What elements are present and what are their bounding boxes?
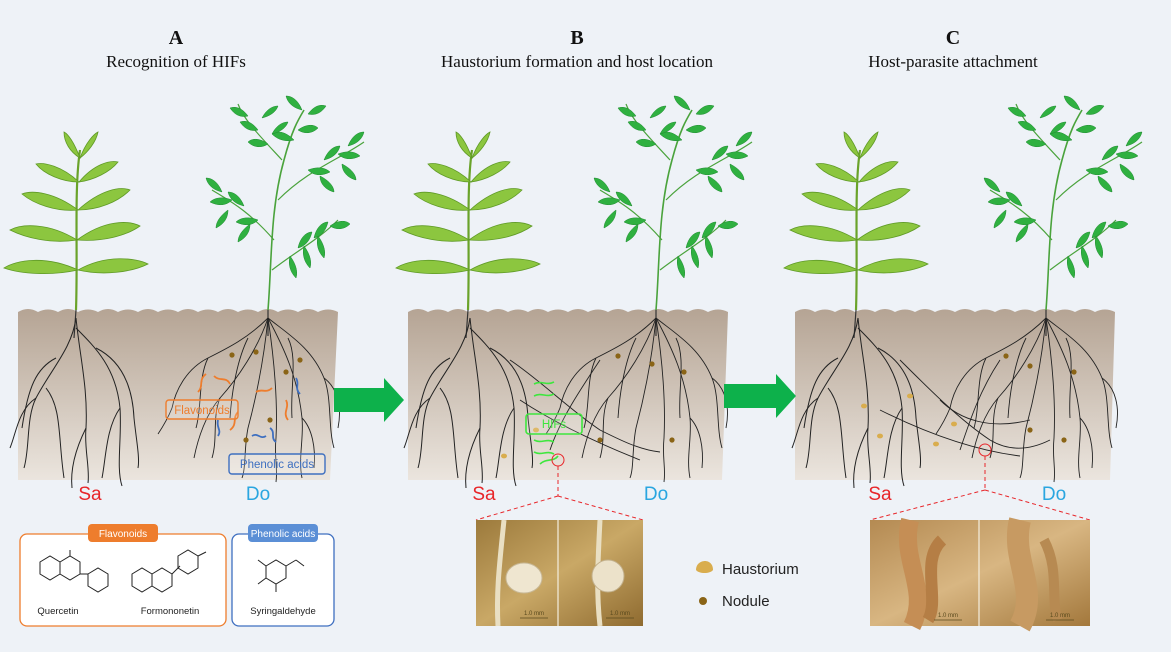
panel-a-title: Recognition of HIFs [106,52,246,71]
phenolic-box: Phenolic acids [228,453,326,475]
panel-a-heading: A Recognition of HIFs [106,27,246,71]
do-plant-c [983,95,1143,337]
panel-c-title: Host-parasite attachment [868,52,1038,71]
scale-bar-b1: 1.0 mm [524,611,544,617]
scale-bar-c1: 1.0 mm [938,613,958,619]
syringaldehyde-structure [257,559,305,592]
panel-a-letter: A [169,27,184,49]
panel-b-heading: B Haustorium formation and host location [441,27,713,71]
sa-plant-a [2,130,150,340]
phenolic-signals [216,377,301,443]
flavonoids-label: Flavonoids [174,405,230,417]
sa-label-a: Sa [78,484,102,505]
flavonoids-header: Flavonoids [99,529,147,540]
sa-plant-c [782,130,930,340]
nodules [229,349,1077,443]
quercetin-label: Quercetin [37,606,78,617]
flavonoids-box: Flavonoids [165,399,239,420]
haustorium-legend-icon [696,561,713,573]
nodule-legend-icon [699,597,707,605]
sa-label-b: Sa [472,484,496,505]
panel-c-heading: C Host-parasite attachment [868,27,1038,71]
nodule-legend-label: Nodule [722,593,770,610]
do-plant-b [593,95,753,337]
phenolic-structures-box: Phenolic acids Syringaldehyde [231,524,335,627]
scale-bar-c2: 1.0 mm [1050,613,1070,619]
sa-label-c: Sa [868,484,892,505]
formononetin-structure [131,549,207,593]
formononetin-label: Formononetin [141,606,200,617]
sa-plant-b [394,130,542,340]
do-label-a: Do [246,484,270,505]
micrograph-c: 1.0 mm 1.0 mm [870,517,1090,632]
do-label-c: Do [1042,484,1066,505]
phenolic-header: Phenolic acids [251,529,315,540]
arrow-b-to-c [724,374,796,418]
micrograph-b: 1.0 mm 1.0 mm [476,519,643,627]
do-label-b: Do [644,484,668,505]
do-plant-a [205,95,365,337]
phenolic-label: Phenolic acids [240,459,314,471]
intertwined-roots [509,359,1051,461]
flavonoid-signals [197,373,289,431]
haustorium-legend-label: Haustorium [722,561,799,578]
flavonoids-structures-box: Flavonoids Quercetin Formononetin [19,524,227,627]
arrow-a-to-b [334,378,404,422]
hif-signals [533,381,559,465]
syringaldehyde-label: Syringaldehyde [250,606,316,617]
hifs-box: HIFs [525,413,583,435]
panel-b-title: Haustorium formation and host location [441,52,713,71]
quercetin-structure [39,550,109,593]
zoom-callout-b [475,453,644,521]
panel-c-letter: C [946,27,960,49]
scale-bar-b2: 1.0 mm [610,611,630,617]
hifs-label: HIFs [542,419,567,431]
zoom-callout-c [869,443,1091,521]
soil-panel-b [408,309,728,480]
legend: Haustorium Nodule [696,561,799,610]
haustoria [501,393,957,459]
panel-b-letter: B [570,27,583,49]
soil-panel-c [795,309,1115,480]
